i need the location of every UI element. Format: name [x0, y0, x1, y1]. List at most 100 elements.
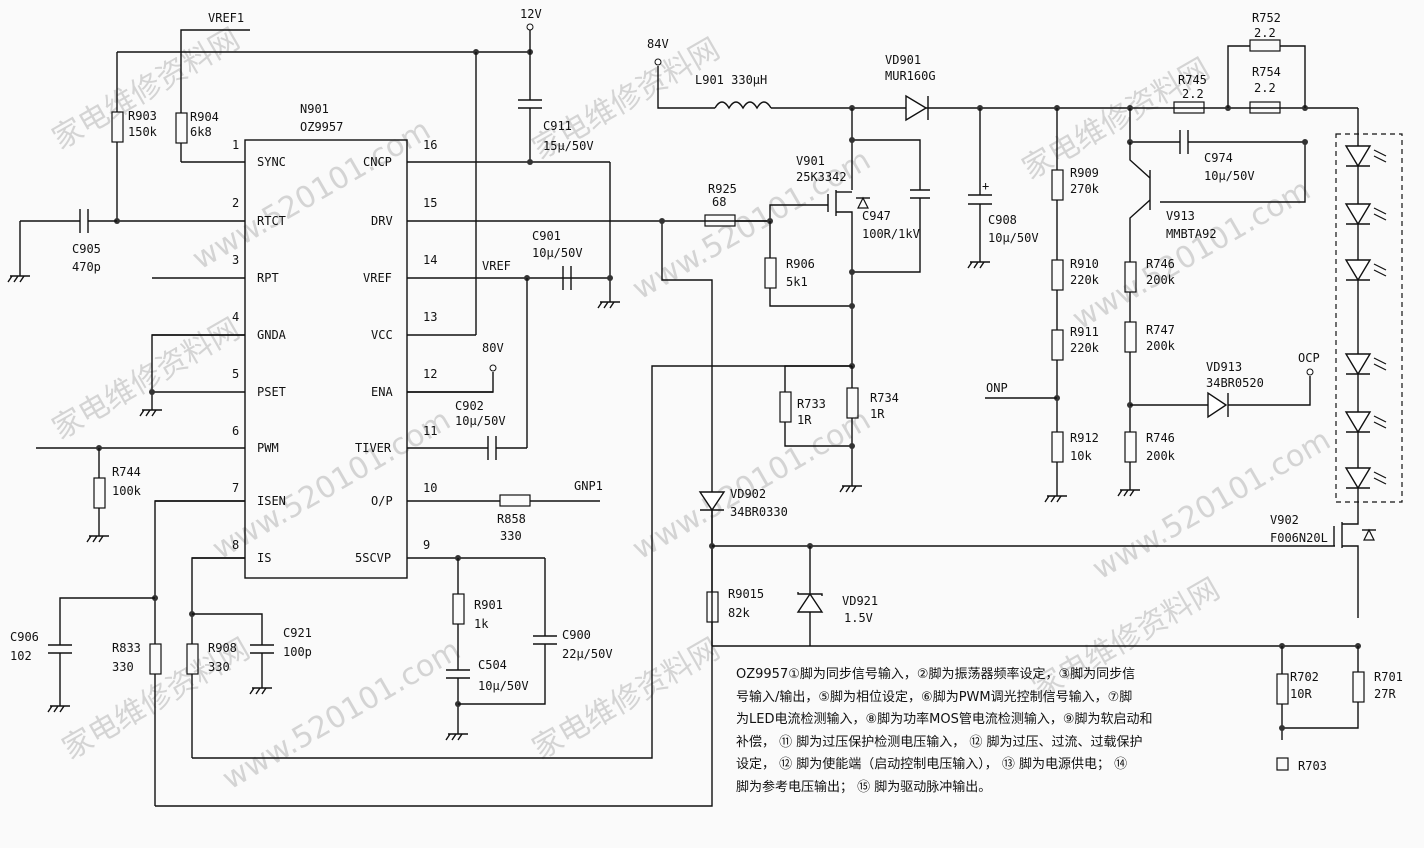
svg-text:1.5V: 1.5V: [844, 611, 873, 625]
svg-text:R744: R744: [112, 465, 141, 479]
svg-text:10μ/50V: 10μ/50V: [988, 231, 1039, 245]
svg-text:R833: R833: [112, 641, 141, 655]
svg-text:R734: R734: [870, 391, 899, 405]
ic-n901: N901 OZ9957 1 SYNC 2 RTCT 3 RPT 4 GNDA 5…: [36, 102, 770, 579]
svg-text:200k: 200k: [1146, 449, 1176, 463]
svg-text:7: 7: [232, 481, 239, 495]
svg-text:N901: N901: [300, 102, 329, 116]
svg-text:VREF: VREF: [363, 271, 392, 285]
note-line: 为LED电流检测输入，⑧脚为功率MOS管电流检测输入，⑨脚为软启动和: [736, 712, 1153, 727]
svg-text:www.520101.com: www.520101.com: [207, 402, 457, 567]
note-line: 脚为参考电压输出； ⑮ 脚为驱动脉冲输出。: [736, 779, 992, 795]
svg-text:6: 6: [232, 424, 239, 438]
svg-text:R733: R733: [797, 397, 826, 411]
svg-text:www.520101.com: www.520101.com: [187, 112, 437, 277]
svg-text:330: 330: [500, 529, 522, 543]
svg-text:C504: C504: [478, 658, 507, 672]
led-icon: [1344, 145, 1387, 204]
svg-text:V902: V902: [1270, 513, 1299, 527]
svg-text:1: 1: [232, 138, 239, 152]
note-line: 号输入/输出，⑤脚为相位设定，⑥脚为PWM调光控制信号输入，⑦脚: [736, 689, 1133, 705]
svg-text:CNCP: CNCP: [363, 155, 392, 169]
svg-text:OZ9957: OZ9957: [300, 120, 343, 134]
svg-text:www.520101.com: www.520101.com: [627, 402, 877, 567]
svg-text:10μ/50V: 10μ/50V: [1204, 169, 1255, 183]
ground-icon: [47, 705, 70, 713]
svg-text:22μ/50V: 22μ/50V: [562, 647, 613, 661]
svg-text:330: 330: [112, 660, 134, 674]
svg-text:13: 13: [423, 310, 437, 324]
svg-text:10: 10: [423, 481, 437, 495]
svg-text:1R: 1R: [797, 413, 812, 427]
svg-text:80V: 80V: [482, 341, 504, 355]
left-network: VREF1 R904 6k8 R903 150k 12V C911 15μ/50…: [10, 7, 852, 807]
svg-text:10R: 10R: [1290, 687, 1312, 701]
svg-text:R745: R745: [1178, 73, 1207, 87]
svg-text:2: 2: [232, 196, 239, 210]
svg-text:DRV: DRV: [371, 214, 393, 228]
svg-text:200k: 200k: [1146, 339, 1176, 353]
led-string: [1344, 145, 1387, 492]
svg-text:PWM: PWM: [257, 441, 279, 455]
ground-icon: [1044, 495, 1067, 503]
svg-text:R925: R925: [708, 182, 737, 196]
svg-text:100k: 100k: [112, 484, 142, 498]
svg-text:12V: 12V: [520, 7, 542, 21]
svg-text:68: 68: [712, 195, 726, 209]
svg-text:100R/1kV: 100R/1kV: [862, 227, 920, 241]
svg-text:C911: C911: [543, 119, 572, 133]
svg-text:R701: R701: [1374, 670, 1403, 684]
svg-text:270k: 270k: [1070, 182, 1100, 196]
svg-text:ISEN: ISEN: [257, 494, 286, 508]
svg-text:VD913: VD913: [1206, 360, 1242, 374]
svg-text:C906: C906: [10, 630, 39, 644]
svg-text:GNDA: GNDA: [257, 328, 287, 342]
svg-text:C905: C905: [72, 242, 101, 256]
svg-text:R912: R912: [1070, 431, 1099, 445]
svg-text:R904: R904: [190, 110, 219, 124]
svg-text:OCP: OCP: [1298, 351, 1320, 365]
svg-text:家电维修资料网: 家电维修资料网: [1017, 52, 1216, 187]
svg-text:VD901: VD901: [885, 53, 921, 67]
svg-text:www.520101.com: www.520101.com: [627, 142, 877, 307]
led-icon: [1344, 203, 1387, 260]
ground-icon: [249, 687, 272, 695]
ground-icon: [839, 485, 862, 493]
svg-text:100p: 100p: [283, 645, 312, 659]
svg-text:27R: 27R: [1374, 687, 1396, 701]
svg-text:R752: R752: [1252, 11, 1281, 25]
svg-text:www.520101.com: www.520101.com: [1087, 422, 1337, 587]
svg-text:R908: R908: [208, 641, 237, 655]
svg-text:R901: R901: [474, 598, 503, 612]
svg-text:1k: 1k: [474, 617, 489, 631]
svg-text:R746: R746: [1146, 257, 1175, 271]
svg-text:VREF: VREF: [482, 259, 511, 273]
ground-icon: [1117, 489, 1140, 497]
svg-text:10μ/50V: 10μ/50V: [478, 679, 529, 693]
svg-text:IS: IS: [257, 551, 271, 565]
svg-text:102: 102: [10, 649, 32, 663]
svg-text:C947: C947: [862, 209, 891, 223]
svg-text:3: 3: [232, 253, 239, 267]
svg-text:2.2: 2.2: [1254, 81, 1276, 95]
svg-text:L901 330μH: L901 330μH: [695, 73, 767, 87]
svg-text:34BR0520: 34BR0520: [1206, 376, 1264, 390]
svg-text:VD921: VD921: [842, 594, 878, 608]
led-icon: [1344, 411, 1387, 468]
svg-text:C974: C974: [1204, 151, 1233, 165]
svg-text:R858: R858: [497, 512, 526, 526]
led-icon: [1344, 467, 1387, 492]
svg-text:O/P: O/P: [371, 494, 393, 508]
svg-text:9: 9: [423, 538, 430, 552]
svg-text:14: 14: [423, 253, 437, 267]
svg-text:C902: C902: [455, 399, 484, 413]
svg-text:R909: R909: [1070, 166, 1099, 180]
svg-text:F006N20L: F006N20L: [1270, 531, 1328, 545]
svg-text:220k: 220k: [1070, 273, 1100, 287]
ground-symbols: [7, 261, 1140, 741]
svg-text:2.2: 2.2: [1182, 87, 1204, 101]
svg-text:25K3342: 25K3342: [796, 170, 847, 184]
svg-text:PSET: PSET: [257, 385, 286, 399]
svg-text:RTCT: RTCT: [257, 214, 286, 228]
